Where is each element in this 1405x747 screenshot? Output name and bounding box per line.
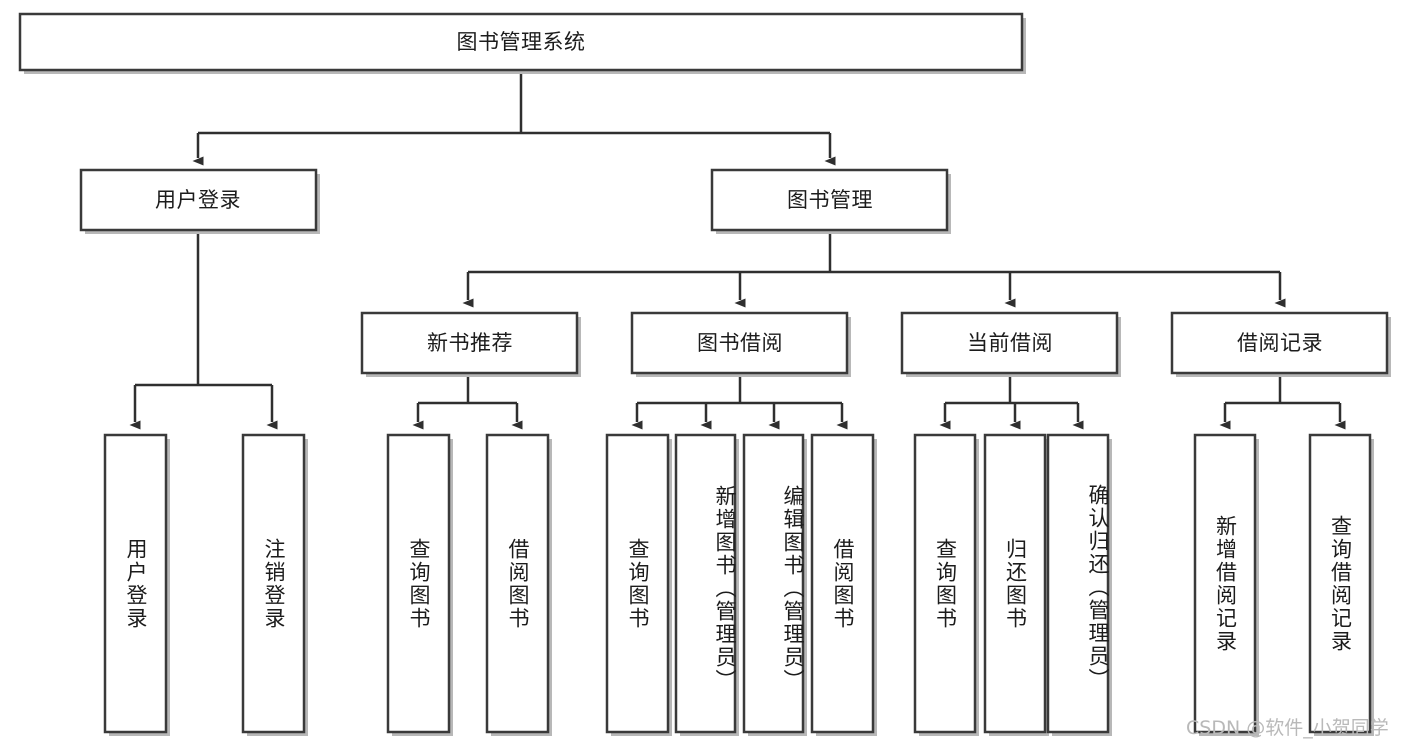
- node-user-login[interactable]: 用户登录: [79, 168, 320, 234]
- connector-group-new-book-rec: [412, 375, 523, 430]
- connector-group-current-borrow: [939, 375, 1084, 430]
- leaf-box-edit-book[interactable]: [742, 433, 807, 736]
- csdn-watermark: CSDN @软件_小贺同学: [1186, 717, 1389, 739]
- node-current-borrow-label: 当前借阅: [967, 331, 1053, 355]
- leaf-box-query-book-a[interactable]: [386, 433, 453, 736]
- leaf-box-add-record[interactable]: [1193, 433, 1259, 736]
- node-root[interactable]: 图书管理系统: [18, 12, 1026, 74]
- node-root-label: 图书管理系统: [457, 30, 586, 54]
- leaf-box-query-record[interactable]: [1308, 433, 1374, 736]
- connector-group-book-borrow: [631, 375, 848, 430]
- connector-group-root: [192, 70, 836, 166]
- node-book-borrow-label: 图书借阅: [697, 331, 783, 355]
- node-user-login-label: 用户登录: [155, 188, 241, 212]
- node-book-borrow[interactable]: 图书借阅: [630, 311, 851, 377]
- node-new-book-rec[interactable]: 新书推荐: [360, 311, 581, 377]
- leaf-box-logout[interactable]: [241, 433, 308, 736]
- leaf-box-user-login[interactable]: [103, 433, 170, 736]
- node-borrow-record[interactable]: 借阅记录: [1170, 311, 1391, 377]
- leaf-box-borrow-book-b[interactable]: [810, 433, 877, 736]
- leaf-box-return-book[interactable]: [983, 433, 1049, 736]
- node-book-manage[interactable]: 图书管理: [710, 168, 951, 234]
- leaf-box-query-book-b[interactable]: [605, 433, 672, 736]
- node-book-manage-label: 图书管理: [787, 188, 873, 212]
- node-borrow-record-label: 借阅记录: [1237, 331, 1323, 355]
- node-current-borrow[interactable]: 当前借阅: [900, 311, 1121, 377]
- node-new-book-rec-label: 新书推荐: [427, 331, 513, 355]
- connector-group-book-manage: [462, 232, 1286, 308]
- connector-group-user-login: [129, 232, 278, 430]
- leaf-box-borrow-book-a[interactable]: [485, 433, 552, 736]
- leaf-box-query-book-c[interactable]: [913, 433, 979, 736]
- connector-group-borrow-record: [1219, 375, 1346, 430]
- leaf-box-confirm-return[interactable]: [1046, 433, 1112, 736]
- leaf-box-add-book[interactable]: [674, 433, 739, 736]
